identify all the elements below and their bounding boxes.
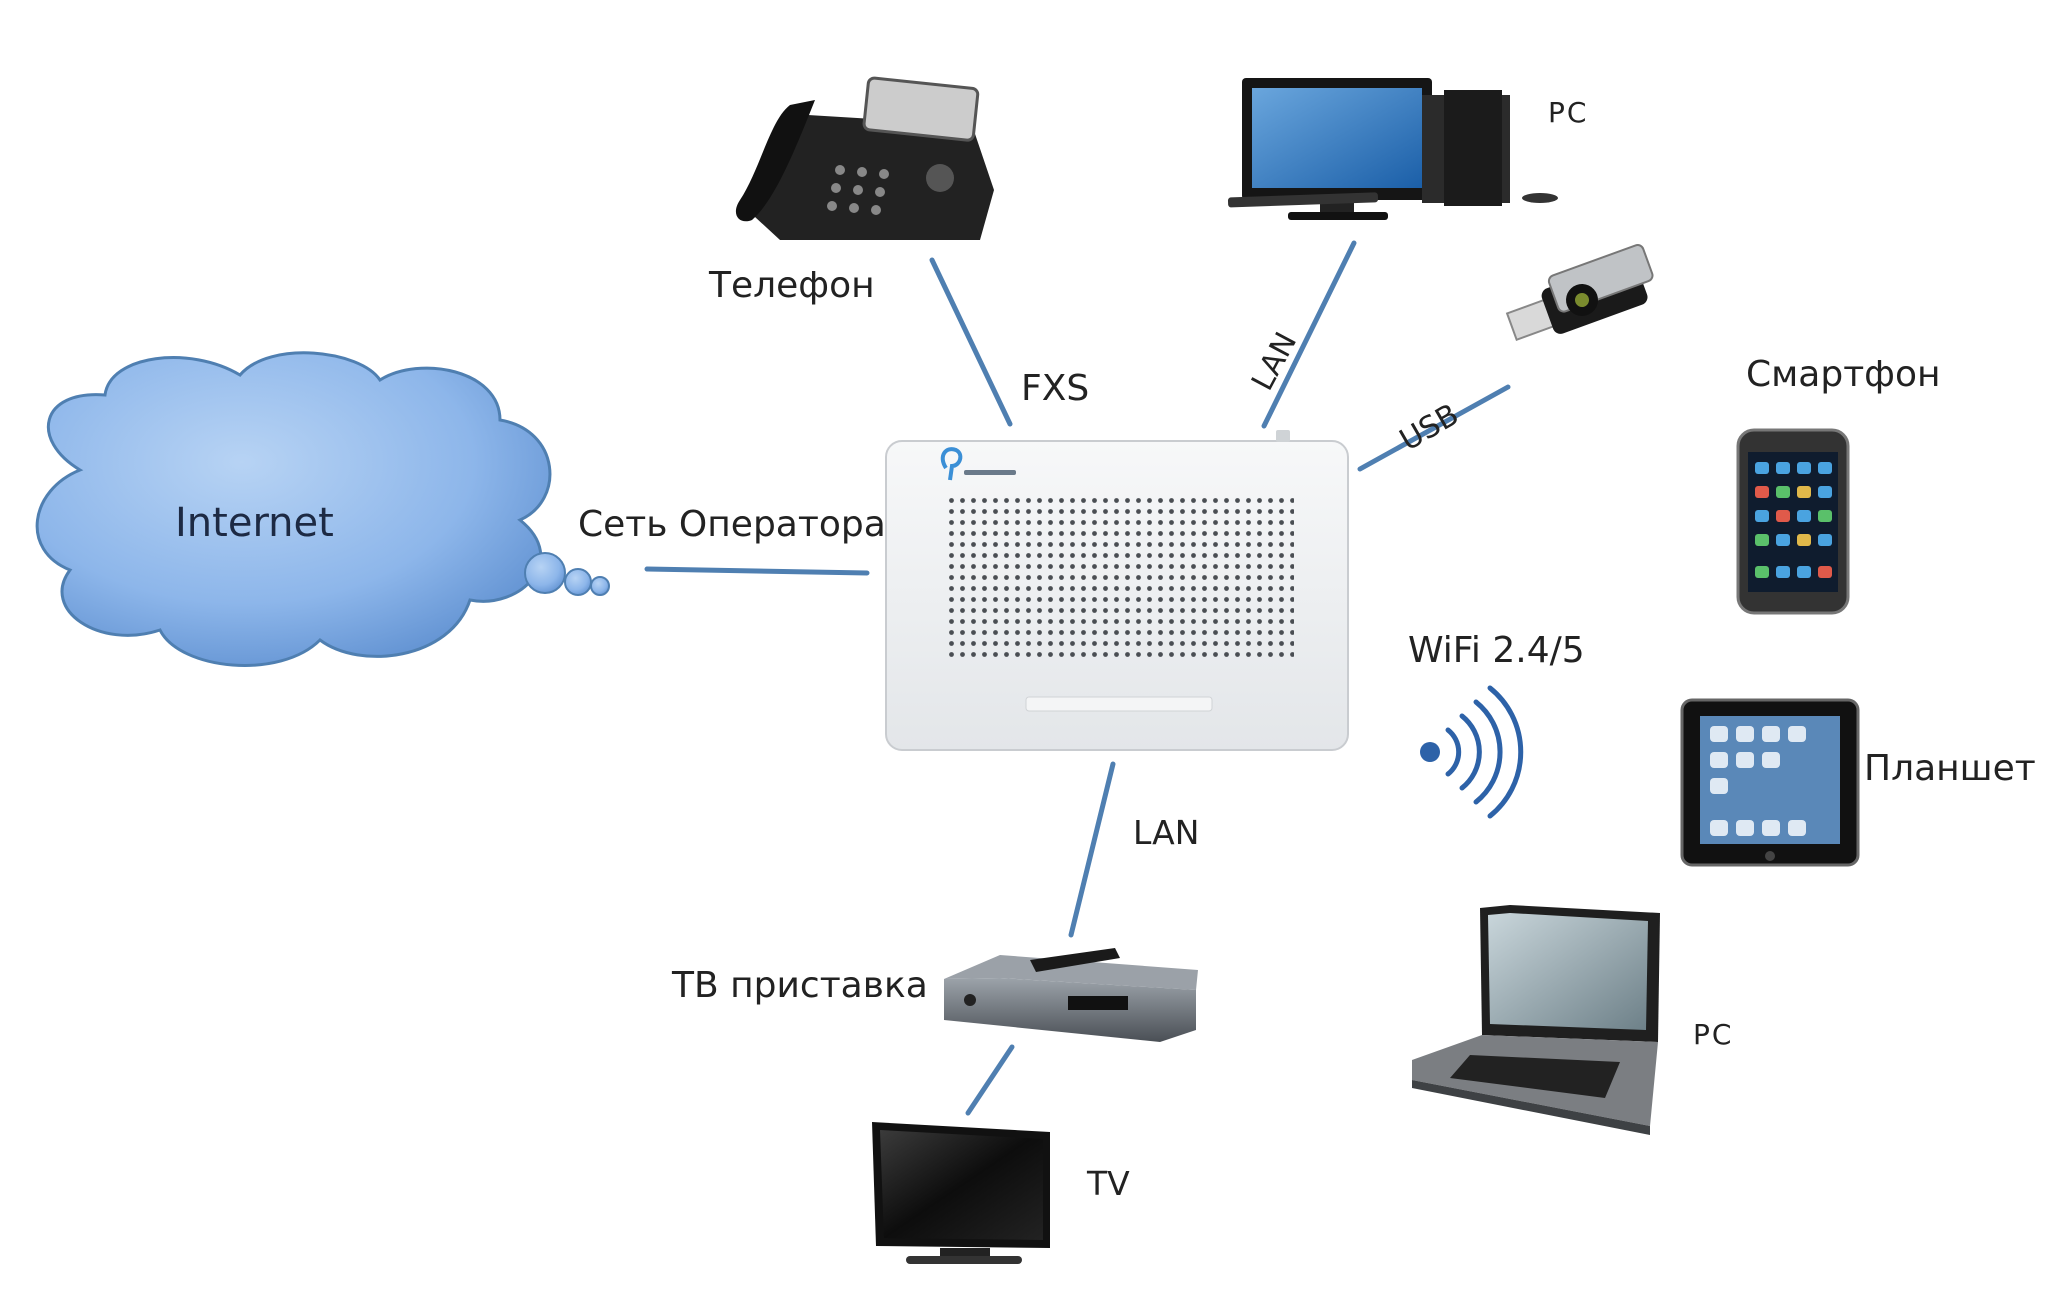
- cloud-puff-1: [524, 552, 566, 594]
- tv-icon: [872, 1122, 1050, 1264]
- link-internet-router: [644, 566, 870, 576]
- router-vent-grid: [946, 497, 1294, 660]
- cloud-puff-3: [590, 576, 610, 596]
- desktop-pc-icon: [1227, 78, 1558, 220]
- laptop-icon: [1412, 905, 1660, 1135]
- wifi-label: WiFi 2.4/5: [1408, 630, 1585, 671]
- operator-network-label: Сеть Оператора: [578, 504, 886, 545]
- link-phone-router: [929, 257, 1013, 427]
- lan-bottom-label: LAN: [1133, 813, 1200, 852]
- stb-label: ТВ приставка: [672, 965, 928, 1006]
- pc-bottom-label: PC: [1693, 1018, 1734, 1051]
- usb-drive-icon: [1505, 244, 1654, 342]
- router-label-strip: [1025, 696, 1213, 712]
- cloud-puff-2: [564, 568, 592, 596]
- pc-top-label: PC: [1548, 96, 1589, 129]
- set-top-box-icon: [944, 948, 1198, 1042]
- tv-label: TV: [1087, 1164, 1130, 1203]
- link-pc-router: [1261, 240, 1357, 429]
- smartphone-icon: [1736, 428, 1850, 615]
- fxs-label: FXS: [1021, 368, 1090, 409]
- internet-label: Internet: [175, 500, 334, 546]
- router-antenna-port: [1276, 430, 1290, 442]
- smartphone-label: Смартфон: [1746, 354, 1941, 395]
- router-device: [885, 430, 1349, 751]
- desk-phone-icon: [735, 76, 994, 240]
- link-usb-router: [1357, 384, 1511, 472]
- brand-logo-icon: [940, 447, 1016, 481]
- connection-lines: [644, 240, 1511, 1116]
- tablet-label: Планшет: [1864, 748, 2036, 789]
- wifi-signal-icon: [1420, 685, 1524, 819]
- internet-cloud: [35, 351, 610, 667]
- tablet-icon: [1680, 698, 1860, 867]
- phone-label: Телефон: [709, 265, 875, 306]
- link-router-stb: [1068, 761, 1116, 938]
- link-stb-tv: [965, 1044, 1015, 1116]
